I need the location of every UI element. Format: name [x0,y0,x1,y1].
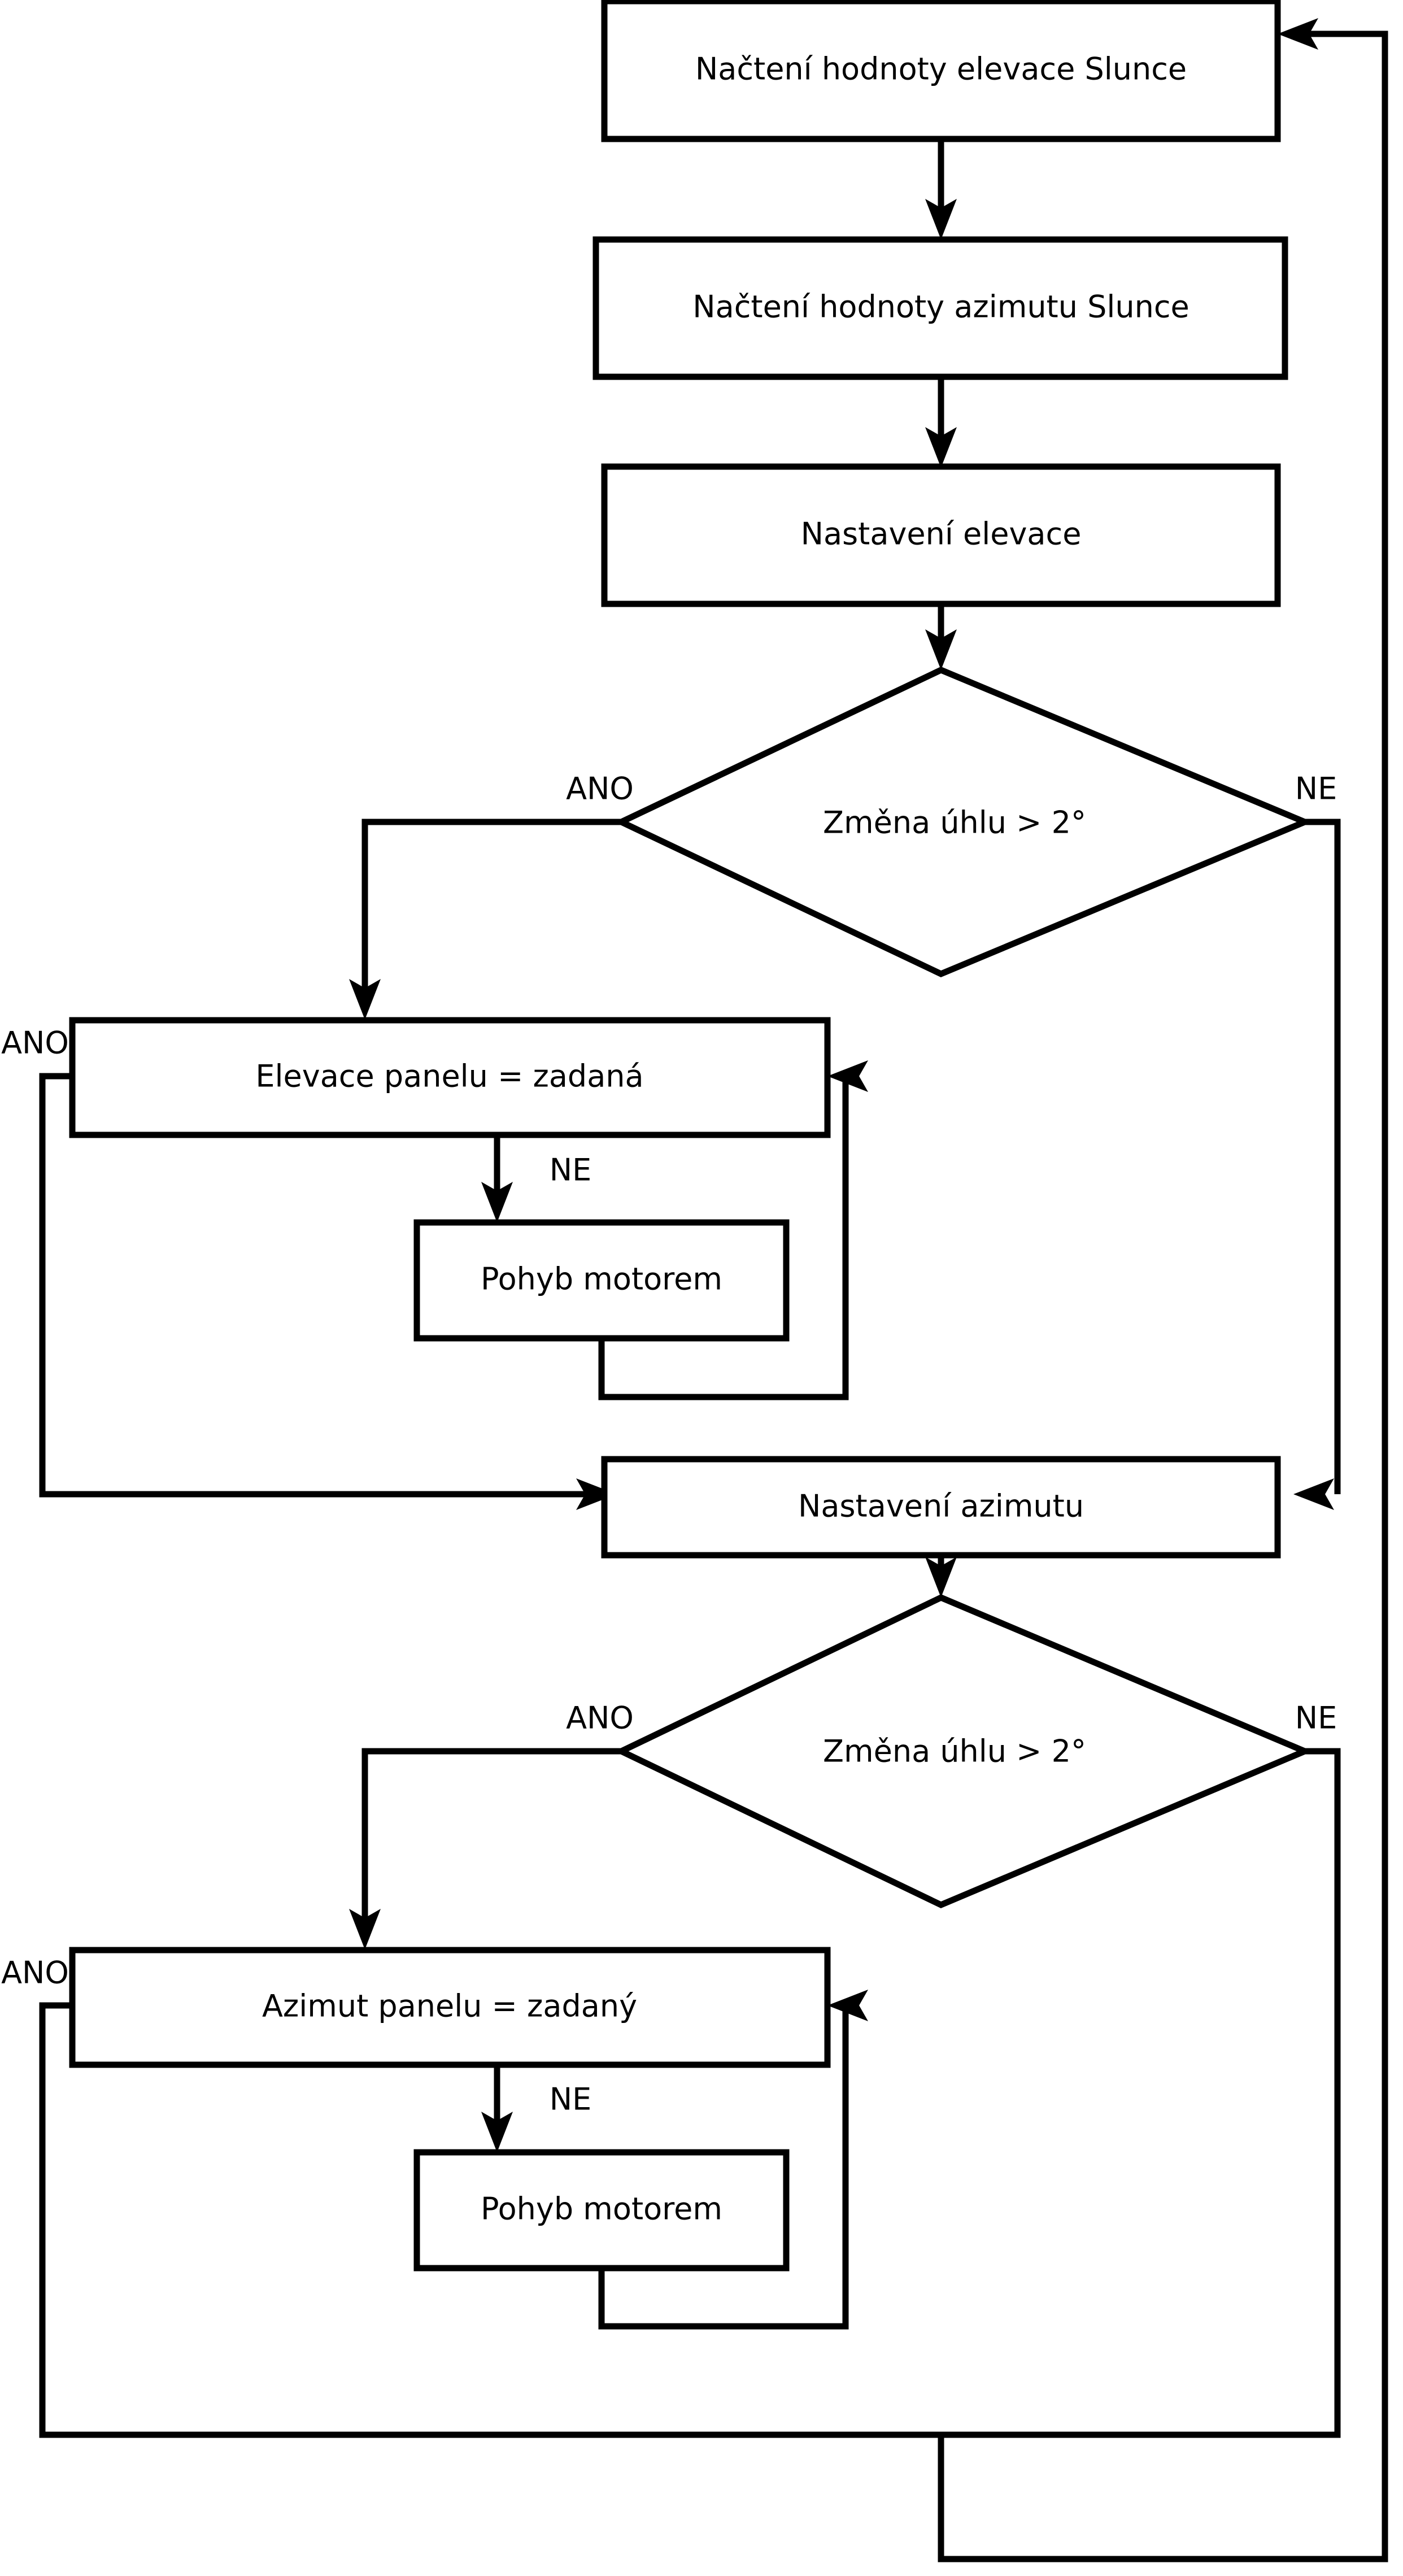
arrowhead-motor-move-azimuth [481,2112,513,2152]
node-decision-elevation-shape [614,666,1313,978]
node-set-elevation-label: Nastavení elevace [801,516,1082,552]
edge-azim-yes-to-panel-check [361,1748,621,1920]
node-panel-azimuth-check-label: Azimut panelu = zadaný [262,1988,637,2024]
arrowhead-set-elevation [925,427,957,468]
node-decision-elevation[interactable]: Změna úhlu > 2° [614,666,1313,978]
node-set-azimuth-label: Nastavení azimutu [798,1489,1084,1524]
node-read-elevation-label: Načtení hodnoty elevace Slunce [695,51,1187,87]
node-motor-move-azimuth-label: Pohyb motorem [481,2191,722,2227]
node-read-elevation-shape [601,0,1281,142]
arrowhead-panel-elev-loopback [827,1060,868,1092]
node-panel-elevation-check-shape [69,1017,831,1138]
edge-panel-elev-yes-to-set-azimuth [39,1073,587,1498]
edge-label-elev-decision-yes: ANO [566,771,634,807]
node-panel-azimuth-check-shape [69,1947,831,2068]
node-panel-azimuth-check[interactable]: Azimut panelu = zadaný [69,1947,831,2068]
arrowhead-motor-move-elevation [481,1182,513,1222]
arrowhead-read-azimuth [925,199,957,240]
node-set-elevation-shape [601,463,1281,607]
edge-label-elev-loop-yes: ANO [1,1025,69,1061]
node-motor-move-azimuth-shape [413,2149,790,2272]
arrowhead-panel-azim-loopback [827,1990,868,2021]
node-set-azimuth[interactable]: Nastavení azimutu [601,1456,1281,1559]
edge-label-elev-loop-no: NE [550,1152,592,1188]
edge-label-elev-decision-no: NE [1295,771,1337,807]
node-decision-azimuth[interactable]: Změna úhlu > 2° [614,1594,1313,1909]
arrowhead-panel-azimuth-check [349,1909,381,1950]
edge-elev-yes-to-panel-check [361,819,621,990]
arrowhead-decision-elevation [925,629,957,670]
edge-label-azim-decision-no: NE [1295,1700,1337,1736]
node-motor-move-azimuth[interactable]: Pohyb motorem [413,2149,790,2272]
node-decision-azimuth-shape [614,1594,1313,1909]
edge-elev-no-to-set-azimuth [1305,819,1341,1494]
edge-panel-azim-yes-to-bottom [39,2002,941,2438]
arrowhead-decision-azimuth [925,1557,957,1598]
edge-label-azim-loop-no: NE [550,2082,592,2117]
arrowhead-set-azimuth-right [1293,1478,1334,1510]
node-decision-elevation-label: Změna úhlu > 2° [823,805,1086,841]
edge-label-azim-loop-yes: ANO [1,1955,69,1991]
node-read-elevation[interactable]: Načtení hodnoty elevace Slunce [601,0,1281,142]
node-motor-move-elevation-shape [413,1219,790,1342]
node-read-azimuth-label: Načtení hodnoty azimutu Slunce [692,289,1190,325]
node-set-azimuth-shape [601,1456,1281,1559]
node-decision-azimuth-label: Změna úhlu > 2° [823,1734,1086,1769]
node-read-azimuth-shape [592,236,1288,380]
node-panel-elevation-check-label: Elevace panelu = zadaná [255,1059,643,1094]
node-read-azimuth[interactable]: Načtení hodnoty azimutu Slunce [592,236,1288,380]
edge-label-azim-decision-yes: ANO [566,1700,634,1736]
arrowhead-panel-elevation-check [349,979,381,1020]
node-panel-elevation-check[interactable]: Elevace panelu = zadaná [69,1017,831,1138]
edge-azim-no-to-restart [938,31,1388,2562]
node-set-elevation[interactable]: Nastavení elevace [601,463,1281,607]
arrowhead-set-azimuth-left [576,1478,617,1510]
node-motor-move-elevation[interactable]: Pohyb motorem [413,1219,790,1342]
arrowhead-restart-read-elevation [1278,18,1318,50]
node-motor-move-elevation-label: Pohyb motorem [481,1261,722,1297]
